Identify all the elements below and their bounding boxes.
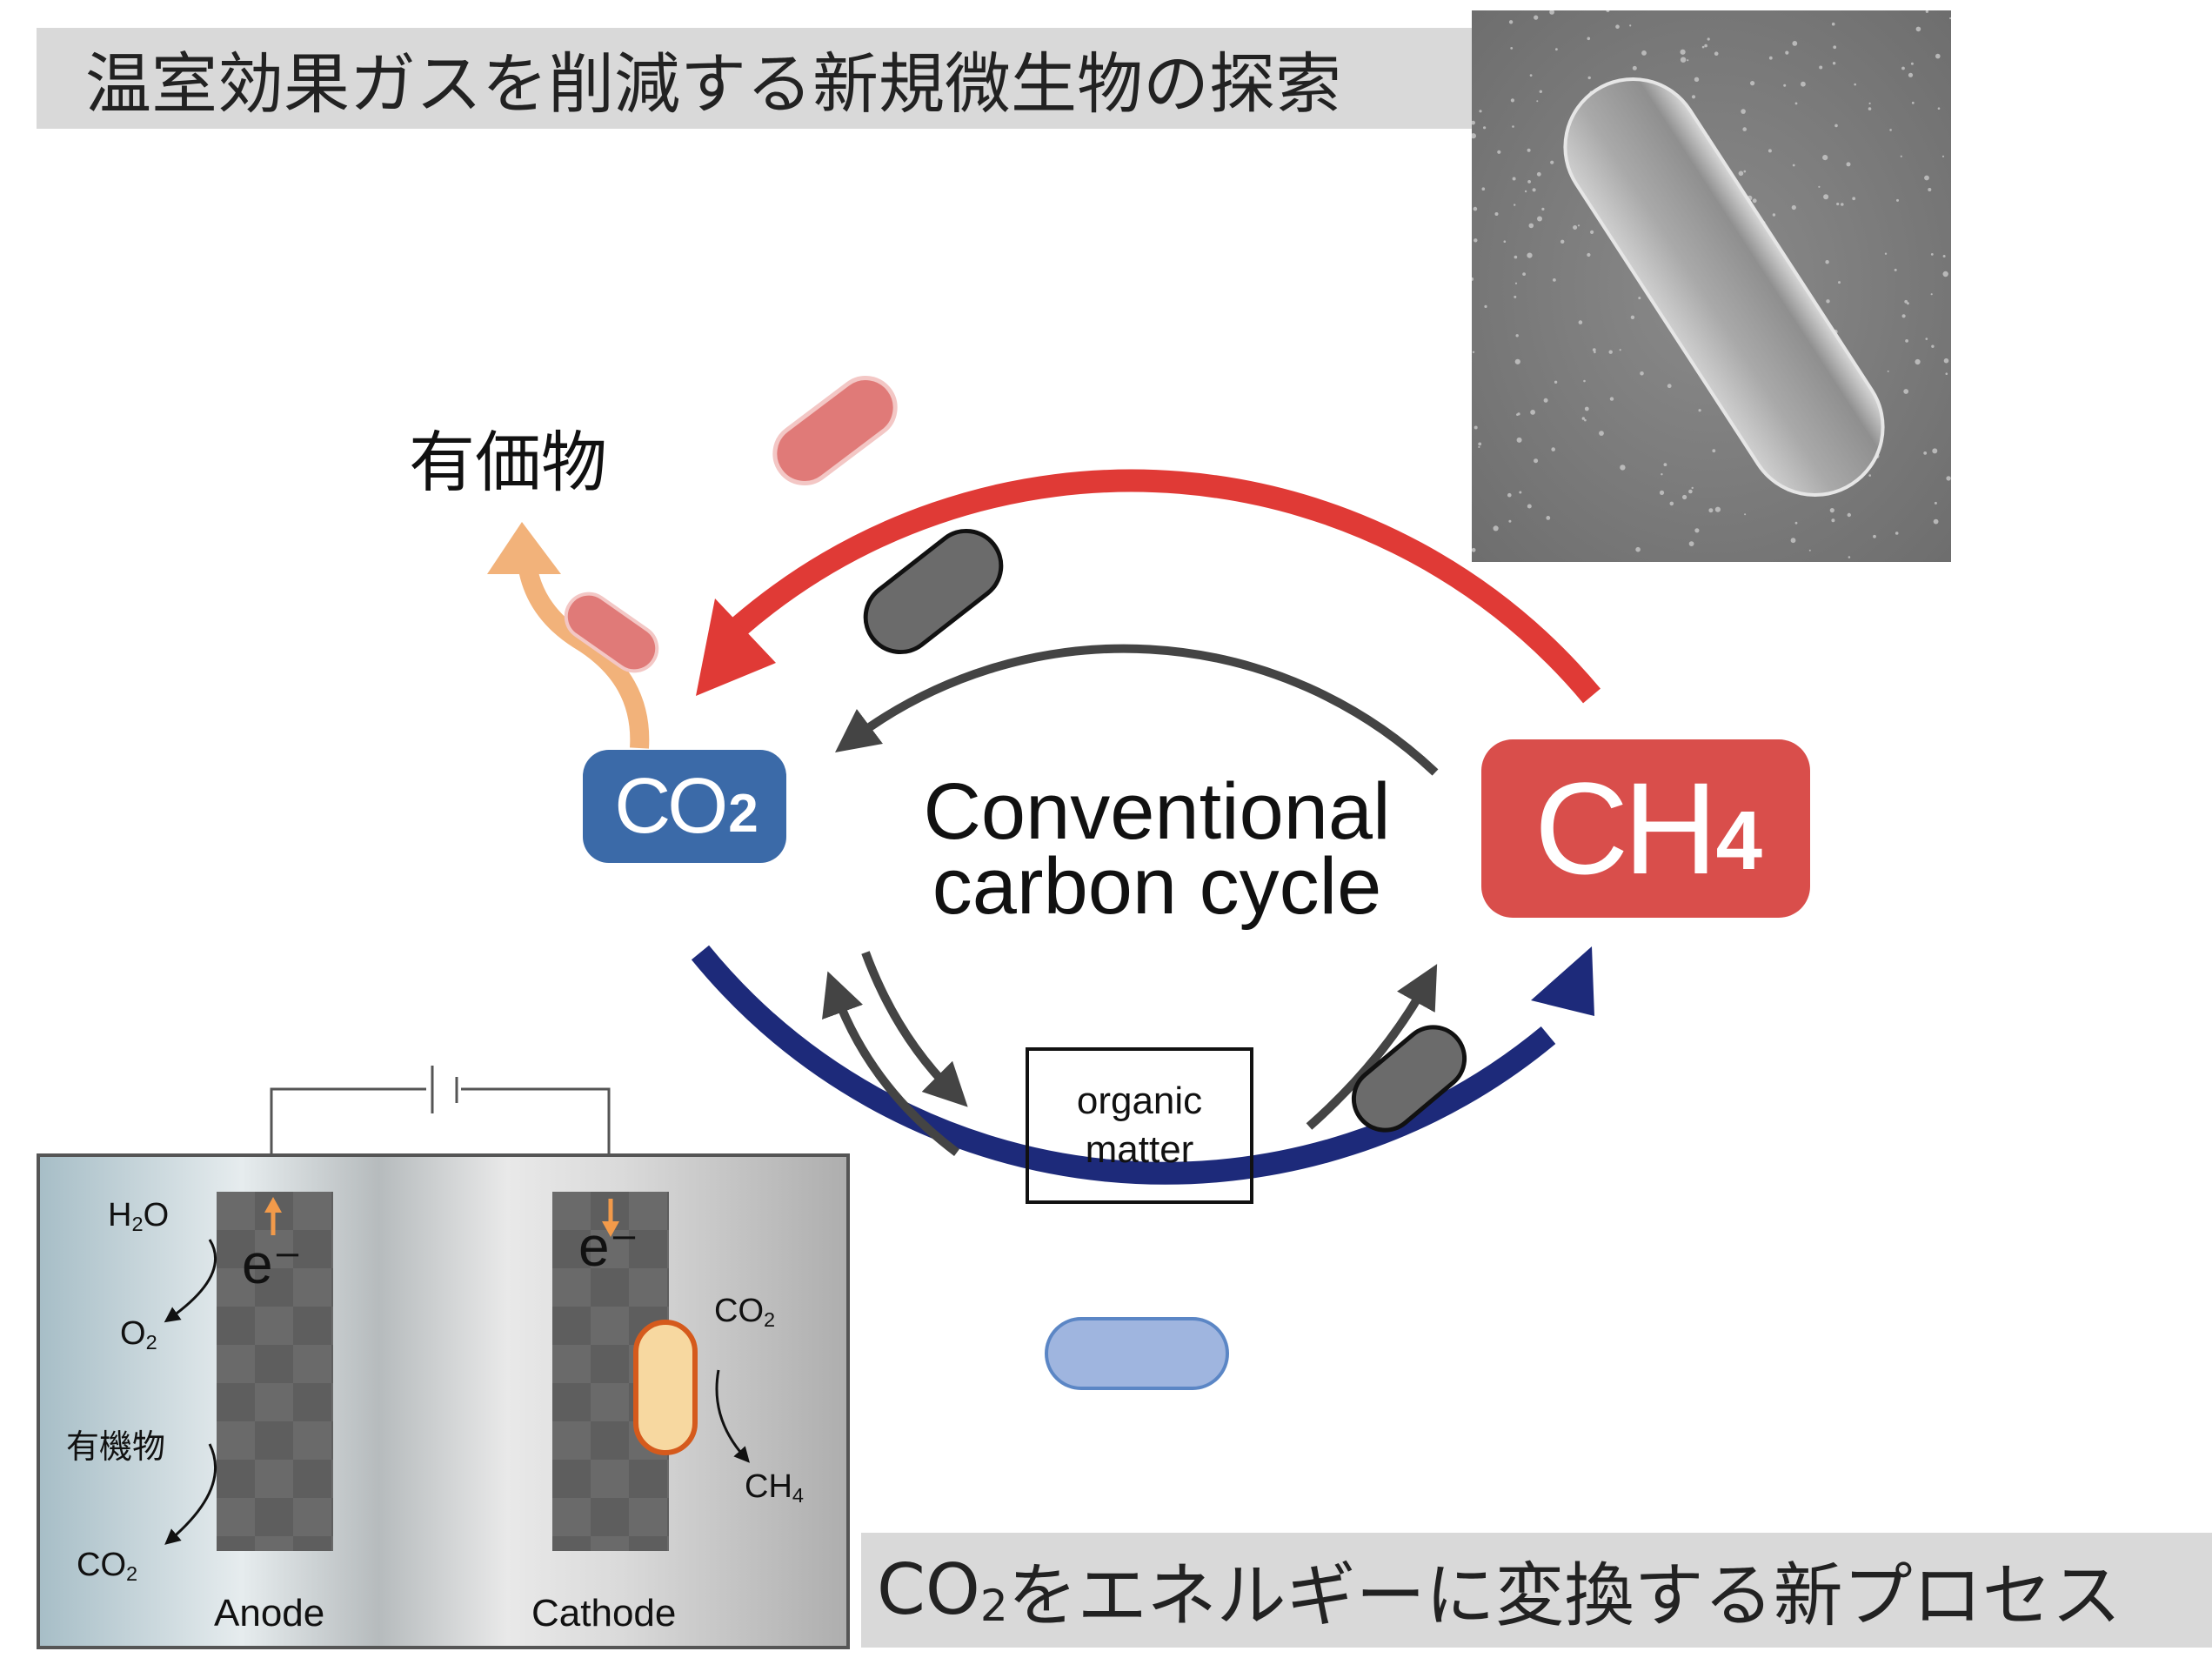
ch4-box-main: CH [1534,755,1718,901]
anode-electrode [217,1192,333,1551]
anode-electron-label: e⁻ [242,1233,303,1295]
electrochemical-cell-panel: e⁻ e⁻ H2O O2 有機物 CO2 CO2 CH4 Anode Catho… [37,1153,850,1649]
center-line-2: carbon cycle [932,842,1382,931]
co2-box-sub: 2 [728,783,758,844]
red-arrowhead [696,598,776,696]
anode-water-arrow [164,1239,217,1323]
footer-title: をエネルギーに変換する新プロセス [1007,1555,2122,1636]
gray-arrow-organic-to-ch4 [1306,964,1438,1130]
conventional-cycle-label: Conventional carbon cycle [870,767,1444,931]
cathode-ch4-label: CH4 [745,1468,804,1507]
orange-arrow-co2-to-product [517,555,650,749]
header-title: 温室効果ガスを削減する新規微生物の探索 [85,45,1341,123]
gray-arrow-from-organic [822,971,960,1156]
orange-arrowhead [487,522,561,574]
value-product-label: 有価物 [409,424,607,501]
gray-arrow-inner [835,644,1439,776]
cathode-co2-arrow [715,1369,750,1463]
anode-label: Anode [214,1592,325,1635]
anode-water-label: H2O [108,1197,170,1235]
anode-organic-arrow [164,1443,217,1545]
ch4-box-sub: 4 [1715,793,1762,887]
bacterium-red-small [564,592,659,673]
navy-arrowhead [1531,946,1594,1016]
red-arrow-ch4-to-co2 [732,469,1601,704]
cathode-co2-label: CO2 [714,1293,776,1331]
cathode-electron-label: e⁻ [578,1215,639,1278]
center-line-1: Conventional [923,767,1391,856]
bacterium-gray-top [863,528,1004,655]
cathode-bacterium [633,1320,698,1455]
header-banner: 温室効果ガスを削減する新規微生物の探索 [37,28,1472,129]
bacterium-blue [1045,1317,1229,1390]
navy-arrow-co2-to-ch4 [691,945,1556,1185]
footer-co2: CO2 [877,1549,1008,1631]
sem-micrograph [1472,10,1951,562]
anode-co2-label: CO2 [77,1547,138,1585]
organic-line-1: organic [1076,1080,1203,1122]
organic-matter-box: organic matter [1026,1047,1253,1204]
organic-line-2: matter [1085,1128,1194,1171]
anode-organic-label: 有機物 [66,1427,166,1466]
cathode-label: Cathode [531,1592,677,1635]
bacterium-gray-bottom [1351,1025,1467,1133]
cell-arrows [164,1197,750,1545]
gray-arrow-to-organic [861,951,968,1107]
co2-box-main: CO [614,762,728,850]
anode-oxygen-label: O2 [120,1315,157,1354]
bacterium-red [772,376,898,485]
